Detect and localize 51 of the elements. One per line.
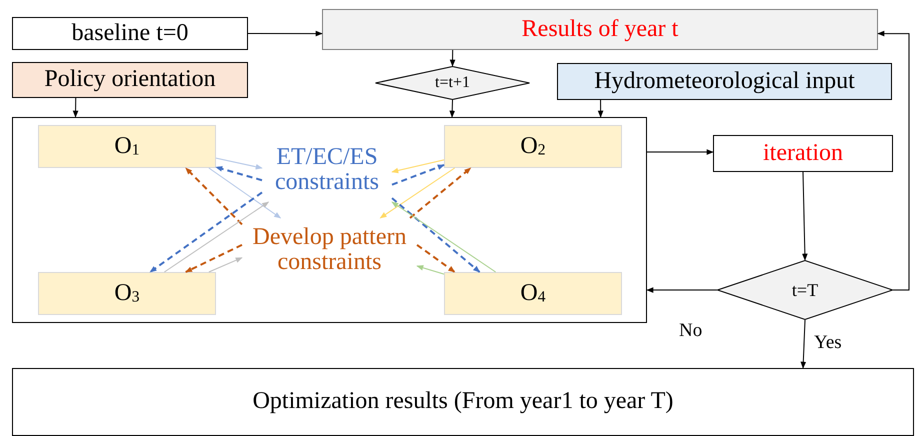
arrow (72, 98, 78, 118)
objective-box (444, 272, 622, 315)
objective-box (38, 125, 216, 168)
input-box (12, 62, 248, 98)
arrow (598, 100, 604, 118)
node-label: t=t+1 (435, 74, 470, 92)
input-box (557, 63, 892, 100)
node-label: Hydrometeorological input (594, 68, 855, 94)
constraint-label: Develop pattern constraints (252, 224, 408, 276)
arrow (646, 149, 714, 155)
arrow (208, 257, 243, 272)
node-label: Results of year t (522, 16, 678, 42)
arrow (800, 320, 806, 369)
arrow (216, 158, 263, 170)
node-label: baseline t=0 (72, 20, 188, 46)
node-label: O$_{1}$ (114, 134, 140, 160)
arrow (802, 172, 808, 261)
objective-box (38, 272, 216, 315)
node-label: t=T (792, 280, 818, 300)
arrow (449, 100, 456, 118)
arrow (450, 50, 456, 67)
node-label: O$_{2}$ (520, 134, 546, 160)
dashed-arrow (185, 244, 242, 273)
arrow (646, 287, 718, 293)
process-box (713, 135, 893, 172)
arrow (391, 202, 496, 272)
result-box (12, 368, 914, 436)
result-box (322, 9, 878, 50)
arrow (164, 202, 270, 272)
constraint-label: ET/EC/ES constraints (274, 144, 380, 196)
dashed-arrow (416, 244, 456, 273)
dashed-arrow (150, 192, 263, 273)
node-label: Optimization results (From year1 to year T) (252, 389, 674, 415)
node-label: iteration (763, 140, 843, 166)
arrow (248, 30, 323, 36)
container-box (12, 117, 647, 323)
objective-box (444, 125, 622, 168)
arrow (877, 30, 910, 290)
dashed-arrow (391, 197, 480, 273)
node-label: Policy orientation (44, 67, 216, 93)
arrow (380, 168, 456, 218)
arrow (416, 265, 444, 275)
dashed-arrow (392, 164, 445, 186)
node-label: O$_{3}$ (114, 280, 140, 306)
dashed-arrow (215, 166, 262, 182)
arrow (391, 159, 444, 174)
dashed-arrow (409, 167, 472, 219)
dashed-arrow (185, 167, 243, 226)
node-label: O$_{4}$ (520, 280, 546, 306)
arrow (208, 168, 282, 218)
start-box (12, 17, 248, 50)
